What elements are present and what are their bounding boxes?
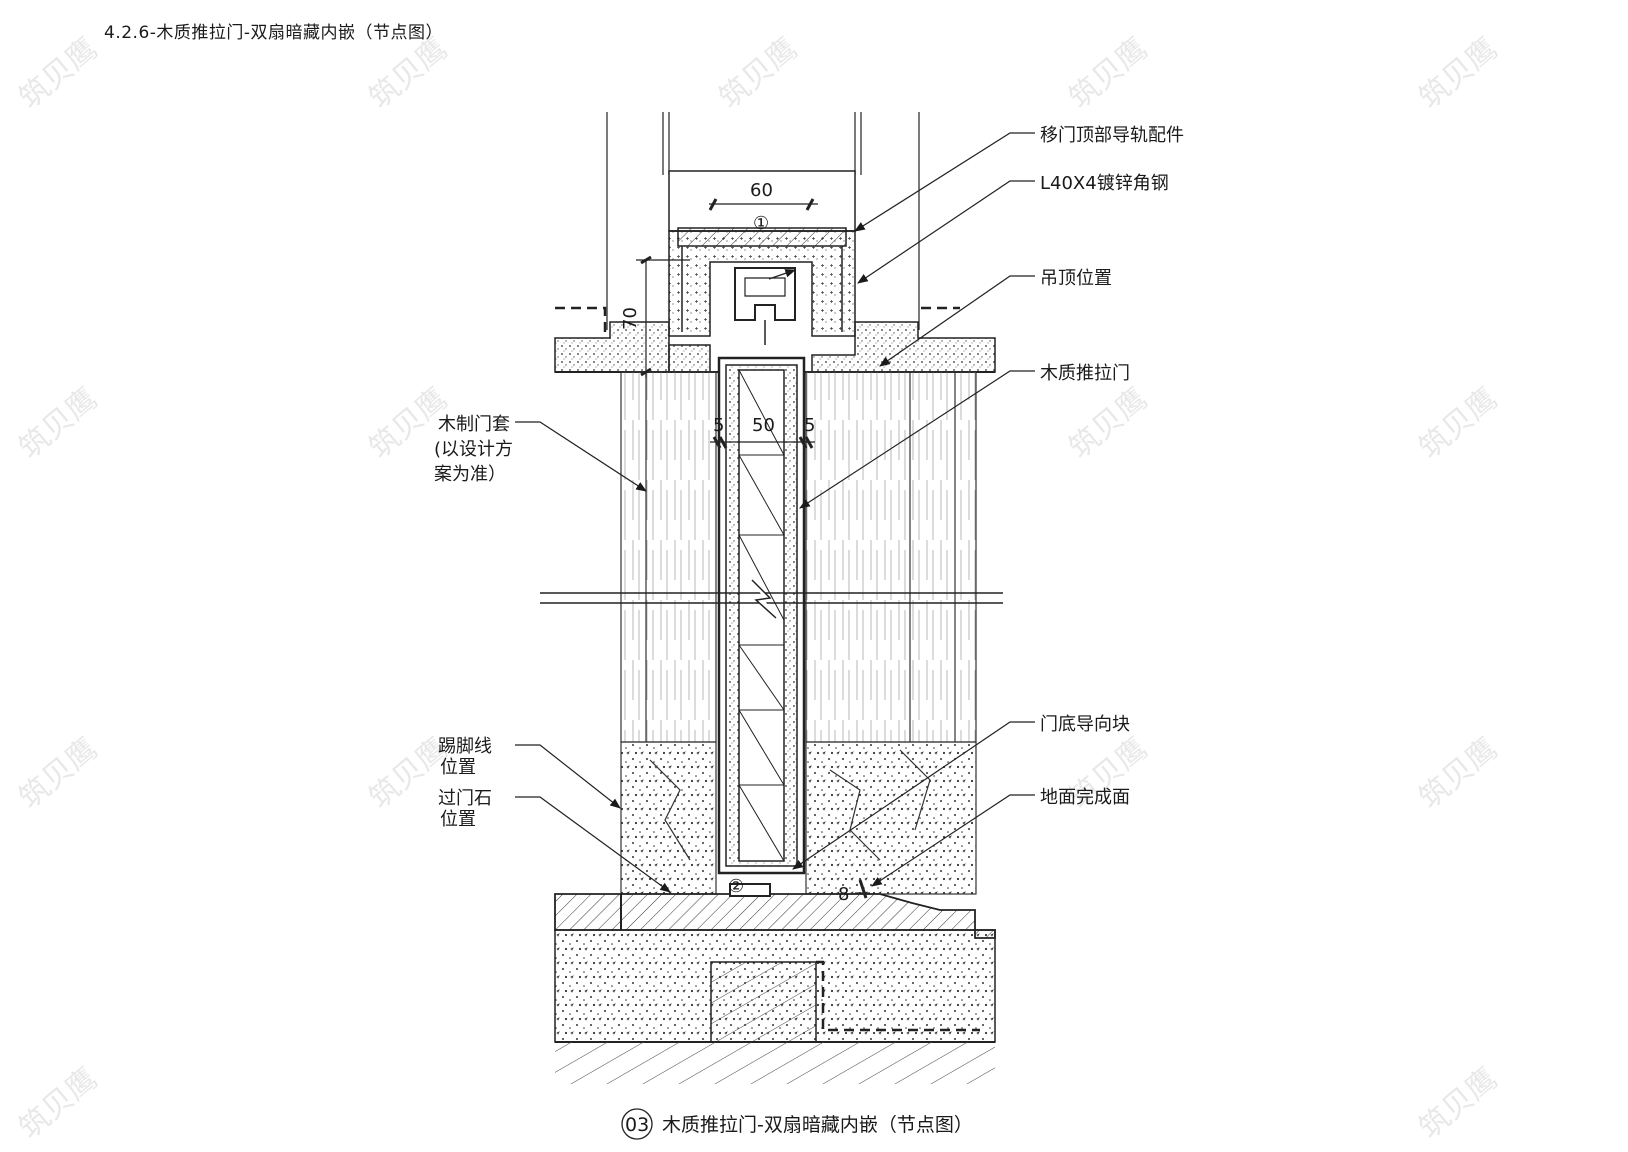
label-top-rail-fitting: 移门顶部导轨配件 bbox=[1040, 125, 1184, 146]
marker-2: ② bbox=[728, 876, 744, 897]
label-wood-sliding-door: 木质推拉门 bbox=[1040, 363, 1130, 384]
svg-text:筑贝鹰: 筑贝鹰 bbox=[13, 31, 104, 116]
svg-text:筑贝鹰: 筑贝鹰 bbox=[1413, 31, 1504, 116]
label-door-casing-line3: 案为准） bbox=[434, 464, 506, 485]
caption-text: 木质推拉门-双扇暗藏内嵌（节点图） bbox=[662, 1114, 973, 1136]
caption-number: 03 bbox=[625, 1114, 649, 1136]
label-threshold-line2: 位置 bbox=[440, 809, 476, 830]
svg-text:筑贝鹰: 筑贝鹰 bbox=[1413, 381, 1504, 466]
leader-lines bbox=[515, 132, 1035, 893]
dim-floor-offset: 8 bbox=[838, 884, 849, 905]
top-rail-housing bbox=[668, 170, 856, 345]
svg-text:筑贝鹰: 筑贝鹰 bbox=[713, 31, 804, 116]
dimension-lines bbox=[636, 198, 870, 899]
label-door-bottom-guide: 门底导向块 bbox=[1040, 714, 1130, 735]
dim-top-width: 60 bbox=[750, 180, 773, 201]
label-door-casing-line1: 木制门套 bbox=[438, 414, 510, 435]
svg-text:筑贝鹰: 筑贝鹰 bbox=[13, 731, 104, 816]
label-threshold-line1: 过门石 bbox=[438, 788, 492, 809]
dim-gap-right: 5 bbox=[804, 415, 815, 436]
page-title: 4.2.6-木质推拉门-双扇暗藏内嵌（节点图） bbox=[104, 23, 444, 43]
upper-wall-lines bbox=[606, 112, 920, 330]
label-ceiling-position: 吊顶位置 bbox=[1040, 268, 1112, 289]
svg-text:筑贝鹰: 筑贝鹰 bbox=[13, 1061, 104, 1146]
svg-text:筑贝鹰: 筑贝鹰 bbox=[13, 381, 104, 466]
svg-text:筑贝鹰: 筑贝鹰 bbox=[1413, 1061, 1504, 1146]
label-finished-floor: 地面完成面 bbox=[1040, 787, 1130, 808]
svg-text:筑贝鹰: 筑贝鹰 bbox=[1413, 731, 1504, 816]
caption-number-circle bbox=[621, 1108, 653, 1140]
dim-gap-left: 5 bbox=[713, 415, 724, 436]
marker-1: ① bbox=[753, 213, 769, 234]
door-casing bbox=[620, 371, 977, 743]
stone-zone bbox=[620, 741, 977, 895]
dim-door-thickness: 50 bbox=[752, 415, 775, 436]
label-baseboard-line2: 位置 bbox=[440, 757, 476, 778]
dim-vertical: 70 bbox=[620, 307, 641, 330]
label-baseboard-line1: 踢脚线 bbox=[438, 736, 492, 757]
svg-text:筑贝鹰: 筑贝鹰 bbox=[1063, 31, 1154, 116]
label-angle-steel: L40X4镀锌角钢 bbox=[1040, 173, 1169, 194]
floor-slab bbox=[554, 929, 996, 1084]
svg-text:筑贝鹰: 筑贝鹰 bbox=[1063, 381, 1154, 466]
break-line bbox=[540, 579, 1003, 619]
floor-finish bbox=[554, 883, 996, 939]
label-door-casing-line2: (以设计方 bbox=[434, 439, 513, 460]
svg-text:筑贝鹰: 筑贝鹰 bbox=[363, 31, 454, 116]
sliding-door-leaf bbox=[717, 356, 806, 875]
